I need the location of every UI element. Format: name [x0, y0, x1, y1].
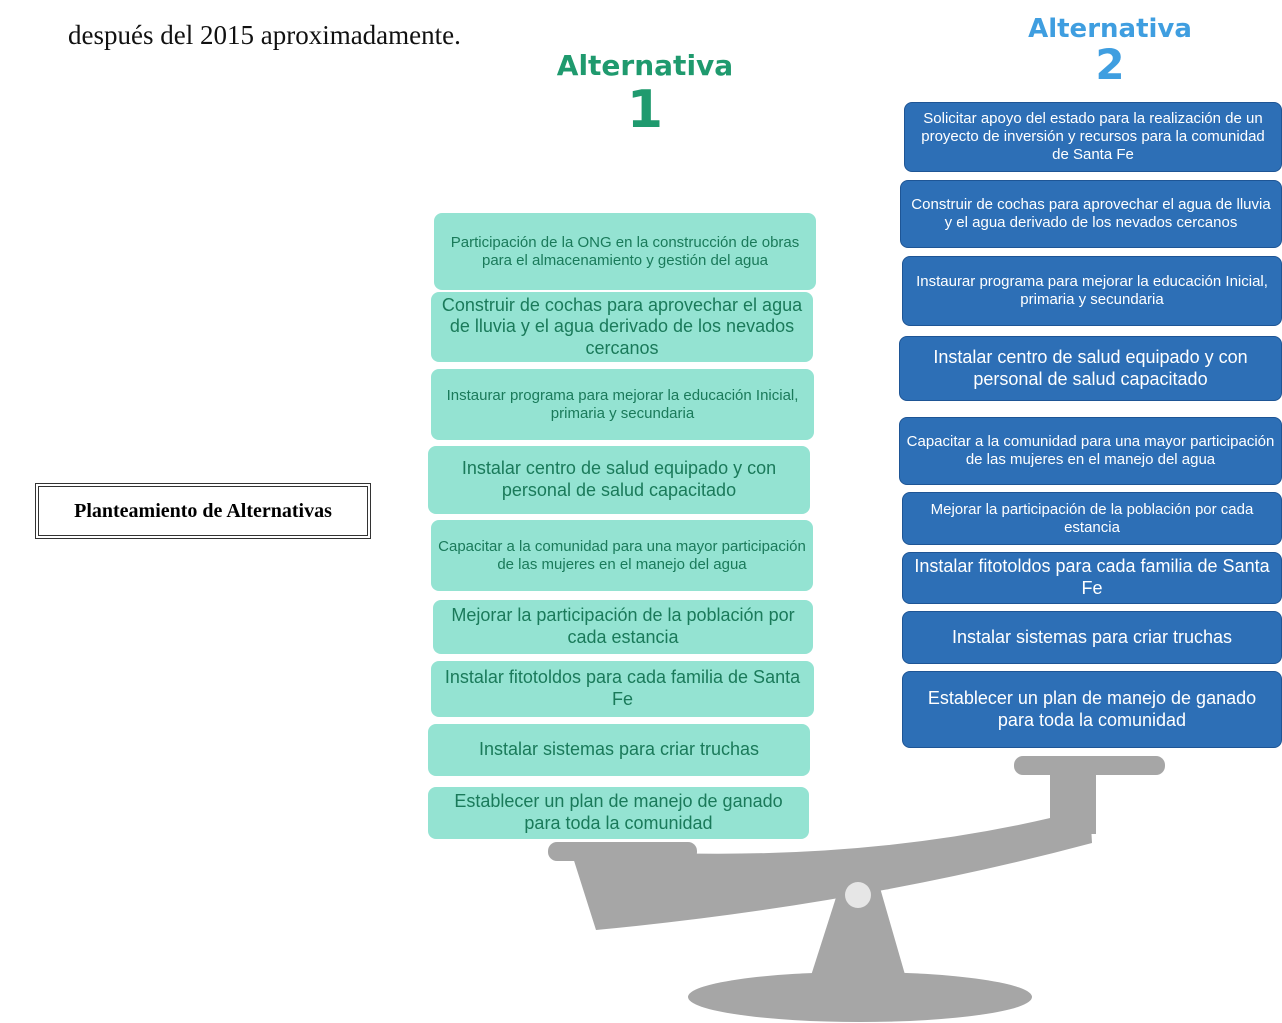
- alternative-1-number: 1: [626, 80, 664, 140]
- alternative-2-item-9: Establecer un plan de manejo de ganado p…: [902, 671, 1282, 748]
- alternative-1-item-4: Instalar centro de salud equipado y con …: [428, 446, 810, 514]
- left-pan: [548, 842, 697, 861]
- alternative-1-item-2: Construir de cochas para aprovechar el a…: [431, 292, 813, 362]
- alternative-2-item-8: Instalar sistemas para criar truchas: [902, 611, 1282, 664]
- scale-base: [688, 972, 1032, 1022]
- alternative-2-title: Alternativa 2: [1010, 16, 1210, 86]
- alternative-1-item-7: Instalar fitotoldos para cada familia de…: [431, 661, 814, 717]
- left-post: [597, 856, 645, 916]
- alternative-2-item-2: Construir de cochas para aprovechar el a…: [900, 180, 1282, 248]
- scale-beam: [570, 808, 1092, 930]
- alternative-2-item-6: Mejorar la participación de la población…: [902, 492, 1282, 545]
- right-post: [1050, 774, 1096, 834]
- alternative-1-word: Alternativa: [556, 49, 734, 82]
- alternative-1-item-3: Instaurar programa para mejorar la educa…: [431, 369, 814, 440]
- alternative-1-item-6: Mejorar la participación de la población…: [433, 600, 813, 654]
- alternative-1-title: Alternativa 1: [545, 49, 745, 140]
- alternative-2-item-5: Capacitar a la comunidad para una mayor …: [899, 417, 1282, 485]
- alternative-2-item-7: Instalar fitotoldos para cada familia de…: [902, 552, 1282, 604]
- alternative-1-item-8: Instalar sistemas para criar truchas: [428, 724, 810, 776]
- alternative-2-item-4: Instalar centro de salud equipado y con …: [899, 336, 1282, 401]
- scale-stand: [808, 860, 908, 985]
- alternative-2-item-1: Solicitar apoyo del estado para la reali…: [904, 102, 1282, 172]
- intro-text: después del 2015 aproximadamente.: [68, 20, 461, 50]
- alternative-1-item-1: Participación de la ONG en la construcci…: [434, 213, 816, 290]
- alternative-1-item-5: Capacitar a la comunidad para una mayor …: [431, 520, 813, 591]
- alternatives-label-box: Planteamiento de Alternativas: [35, 483, 371, 539]
- alternative-2-word: Alternativa: [1028, 14, 1192, 44]
- alternative-1-item-9: Establecer un plan de manejo de ganado p…: [428, 787, 809, 839]
- pivot-circle: [845, 882, 871, 908]
- alternative-2-item-3: Instaurar programa para mejorar la educa…: [902, 256, 1282, 326]
- right-pan: [1014, 756, 1165, 775]
- alternative-2-number: 2: [1095, 40, 1125, 89]
